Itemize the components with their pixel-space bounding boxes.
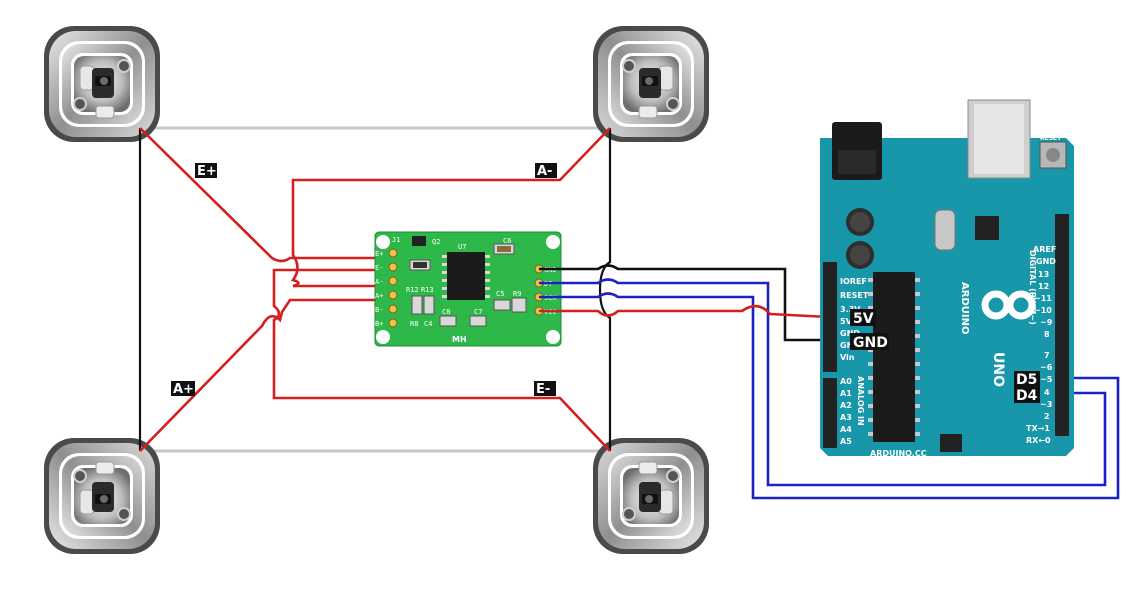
load-cell-tag-a-plus: A+ <box>171 381 195 397</box>
power-pin-reset: RESET <box>840 291 869 300</box>
hx711-part-r12: R12 <box>406 286 419 294</box>
svg-text:D5: D5 <box>1016 372 1037 388</box>
analog-pin-a4: A4 <box>840 425 852 434</box>
svg-text:D4: D4 <box>1016 388 1038 404</box>
hx711-part-c6: C6 <box>503 237 511 245</box>
analog-pin-a2: A2 <box>840 401 852 410</box>
hx711-part-q2: Q2 <box>432 238 440 246</box>
power-pin-vin: Vin <box>840 353 855 362</box>
red-cell-wires <box>139 127 611 452</box>
load-cell-tag-a-minus: A- <box>535 163 557 179</box>
arduino-brand-text: ARDUINO <box>959 282 970 334</box>
digital-pin-1: TX→1 <box>1026 424 1050 433</box>
svg-text:5V: 5V <box>853 311 874 327</box>
analog-pin-a1: A1 <box>840 389 852 398</box>
svg-text:GND: GND <box>853 335 888 351</box>
power-pin-5v: 5V <box>840 317 853 326</box>
digital-pin-12: 12 <box>1038 282 1049 291</box>
callout-d5: D5 <box>1014 371 1040 388</box>
hx711-module: MH U7 J1 Q2 C6 R12 R13 R8 C4 C8 C7 C5 R9… <box>374 231 562 347</box>
hx711-part-r13: R13 <box>421 286 434 294</box>
gray-wires <box>140 126 615 453</box>
analog-pin-a0: A0 <box>840 377 852 386</box>
svg-text:A-: A- <box>537 164 552 179</box>
svg-text:A+: A+ <box>173 382 194 397</box>
svg-text:E+: E+ <box>197 164 217 179</box>
digital-pin-aref: AREF <box>1033 245 1056 254</box>
callout-d4: D4 <box>1014 387 1040 404</box>
digital-pin-9: ~9 <box>1040 318 1053 327</box>
analog-pin-a3: A3 <box>840 413 852 422</box>
hx711-to-arduino-wires <box>539 264 1120 500</box>
digital-pin-2: 2 <box>1044 412 1050 421</box>
power-pin-ioref: IOREF <box>840 277 867 286</box>
callout-gnd: GND <box>850 333 889 351</box>
sck-wire <box>539 292 1120 500</box>
hx711-left-pin-4: A+ <box>375 292 383 300</box>
digital-pin-gnd: GND <box>1036 257 1056 266</box>
hx711-board-name: MH <box>452 335 467 344</box>
digital-pin-11: ~11 <box>1034 294 1052 303</box>
hx711-part-c4: C4 <box>424 320 432 328</box>
load-cell-tag-e-minus: E- <box>534 381 556 397</box>
arduino-digital-title: DIGITAL (PWM~) <box>1028 250 1037 325</box>
svg-text:E-: E- <box>536 382 550 397</box>
hx711-part-c7: C7 <box>474 308 482 316</box>
hx711-part-c8: C8 <box>442 308 450 316</box>
hx711-left-pin-2: E- <box>375 264 383 272</box>
digital-pin-10: ~10 <box>1034 306 1052 315</box>
gnd-wire <box>539 264 848 342</box>
digital-pin-4: 4 <box>1044 388 1050 397</box>
callout-5v: 5V <box>850 309 876 327</box>
arduino-analog-title: ANALOG IN <box>856 376 865 426</box>
load-cell-top-left <box>43 25 161 143</box>
load-cell-bottom-left <box>43 437 161 555</box>
digital-pin-6: ~6 <box>1040 363 1053 372</box>
arduino-uno-board: ARDUINO UNO ARDUINO.CC RESET DIGITAL (PW… <box>820 99 1074 458</box>
hx711-part-c5: C5 <box>496 290 504 298</box>
hx711-left-pin-6: B+ <box>375 320 383 328</box>
hx711-part-r8: R8 <box>410 320 418 328</box>
arduino-url-text: ARDUINO.CC <box>870 449 927 458</box>
hx711-left-pin-5: B- <box>375 306 383 314</box>
analog-pin-a5: A5 <box>840 437 852 446</box>
digital-pin-13: 13 <box>1038 270 1049 279</box>
digital-pin-8: 8 <box>1044 330 1050 339</box>
hx711-left-pin-3: A- <box>375 278 383 286</box>
digital-pin-5: ~5 <box>1040 375 1053 384</box>
digital-pin-7: 7 <box>1044 351 1050 360</box>
dt-wire <box>539 278 1107 487</box>
hx711-left-pin-1: E+ <box>375 250 383 258</box>
hx711-part-r9: R9 <box>513 290 521 298</box>
arduino-model-text: UNO <box>990 352 1006 387</box>
load-cell-tag-e-plus: E+ <box>195 163 217 179</box>
hx711-chip-label: U7 <box>458 243 466 251</box>
load-cell-bottom-right <box>592 437 710 555</box>
digital-pin-0: RX←0 <box>1026 436 1051 445</box>
load-cell-top-right <box>592 25 710 143</box>
vcc-wire <box>539 304 849 320</box>
arduino-reset-label: RESET <box>1040 135 1062 142</box>
digital-pin-3: ~3 <box>1040 400 1052 409</box>
hx711-part-j1: J1 <box>392 236 400 244</box>
